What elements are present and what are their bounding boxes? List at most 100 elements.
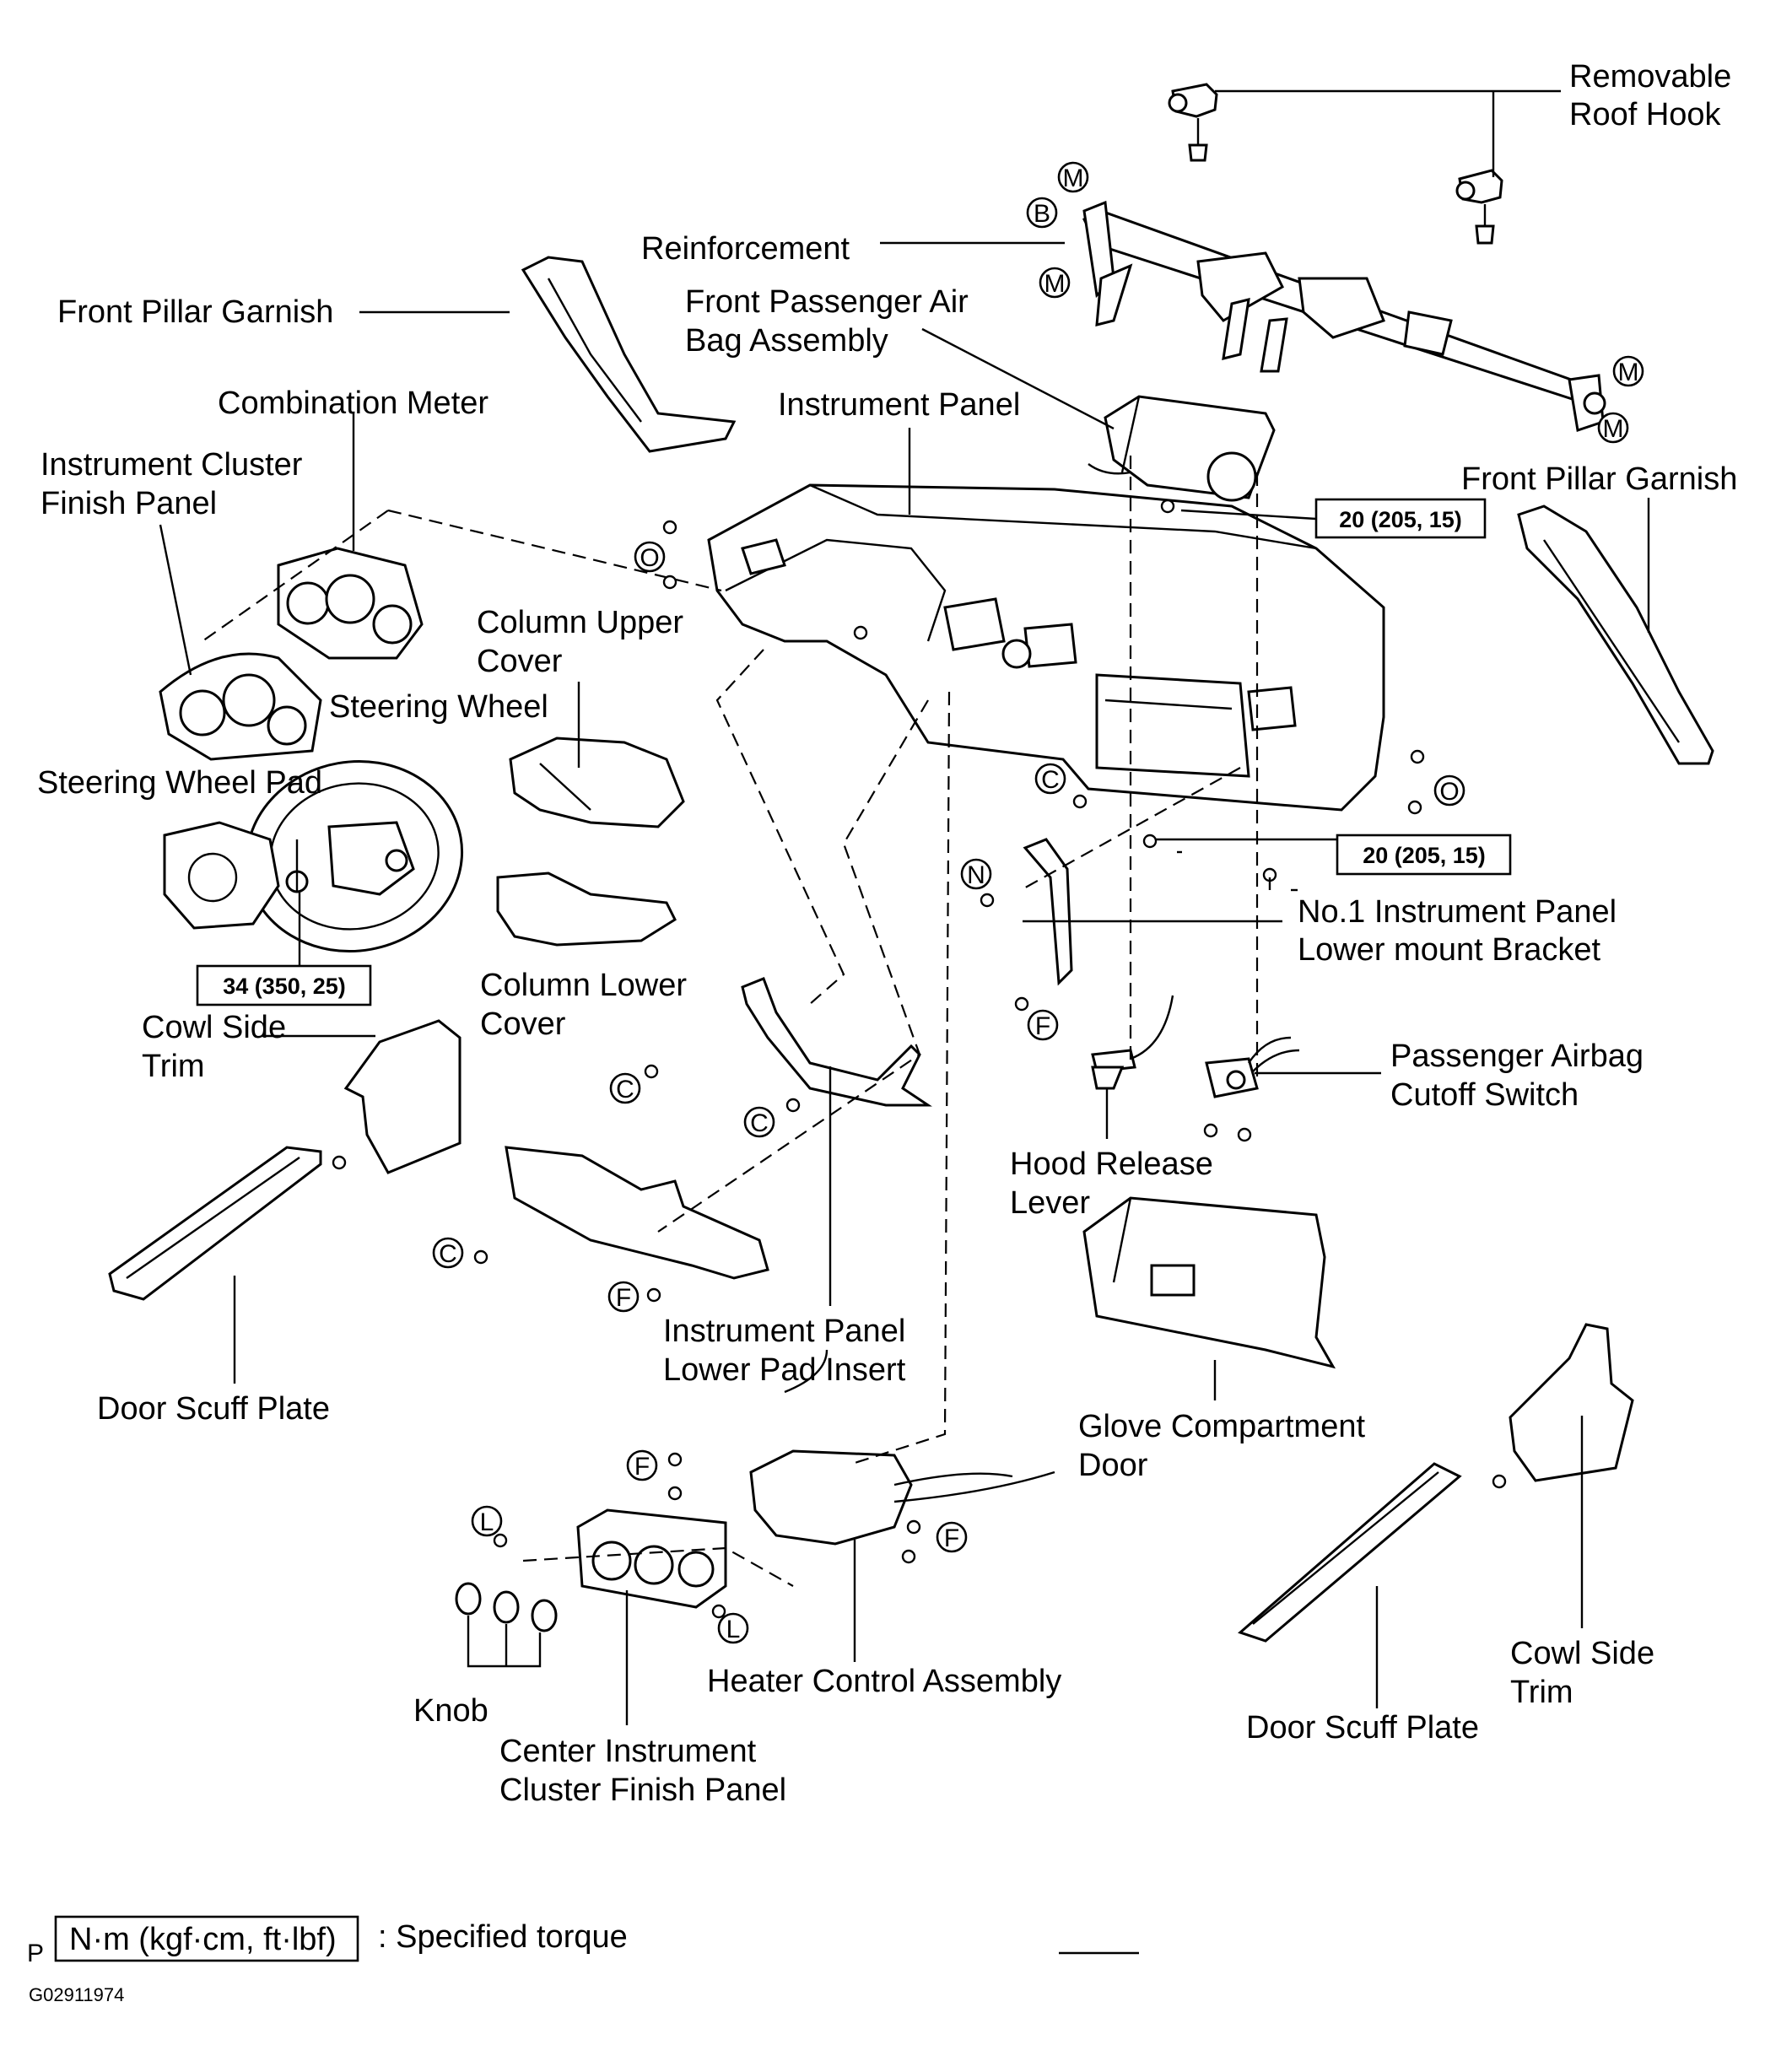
callout-circle-l1: L <box>471 1505 503 1537</box>
removable-roof-hook-parts <box>1168 83 1503 245</box>
callout-circle-m2: M <box>1039 267 1071 299</box>
svg-text:20 (205, 15): 20 (205, 15) <box>1339 507 1462 532</box>
label-cowl-side-trim-left-line1: Cowl Side <box>142 1010 286 1045</box>
lower-mount-bracket-part <box>1023 838 1073 986</box>
combination-meter-part <box>277 547 424 660</box>
svg-text:F: F <box>944 1524 959 1552</box>
cowl-side-trim-left-part <box>343 1019 461 1174</box>
glove-compartment-door-part <box>1082 1196 1336 1369</box>
label-lower-pad-insert-line2: Lower Pad Insert <box>663 1352 906 1388</box>
hood-release-lever-part <box>1091 995 1174 1090</box>
label-cowl-side-trim-left-line2: Trim <box>142 1049 205 1084</box>
label-lower-mount-bracket-line2: Lower mount Bracket <box>1298 932 1600 968</box>
svg-text:C: C <box>1041 766 1060 794</box>
cowl-side-trim-right-part <box>1509 1323 1634 1482</box>
svg-text:F: F <box>616 1284 631 1312</box>
svg-text:F: F <box>634 1453 650 1481</box>
svg-text:L: L <box>726 1616 741 1643</box>
instrument-panel-part <box>707 483 1385 812</box>
svg-text:O: O <box>640 544 659 572</box>
label-instrument-cluster-finish-panel-line2: Finish Panel <box>40 486 217 521</box>
svg-text:F: F <box>1035 1012 1050 1040</box>
label-removable-roof-hook-line2: Roof Hook <box>1569 97 1722 132</box>
label-heater-control-assembly: Heater Control Assembly <box>707 1664 1061 1699</box>
callout-circle-f1: F <box>1027 1009 1059 1041</box>
center-cluster-finish-panel-part <box>576 1508 727 1609</box>
svg-text:L: L <box>480 1508 494 1536</box>
legend-description: : Specified torque <box>378 1919 628 1955</box>
callout-circle-n: N <box>960 858 992 890</box>
svg-text:34 (350, 25): 34 (350, 25) <box>223 974 346 999</box>
label-lower-pad-insert-line1: Instrument Panel <box>663 1314 905 1349</box>
callout-circle-m3: M <box>1612 355 1644 387</box>
reinforcement-part <box>1082 200 1606 432</box>
label-front-pillar-garnish-left: Front Pillar Garnish <box>57 294 333 330</box>
label-reinforcement: Reinforcement <box>641 231 850 267</box>
lower-pad-insert-part <box>741 977 932 1107</box>
svg-text:O: O <box>1439 778 1459 806</box>
fastener-bolts <box>332 499 1507 1619</box>
label-column-lower-cover-line1: Column Lower <box>480 968 687 1003</box>
instrument-cluster-finish-panel-part <box>159 652 322 761</box>
torque-box-steering-nut: 34 (350, 25) <box>196 964 372 1006</box>
callout-circle-o2: O <box>1433 774 1465 807</box>
passenger-airbag-cutoff-switch-part <box>1205 1036 1300 1098</box>
callout-circle-c3: C <box>743 1106 775 1138</box>
column-upper-cover-part <box>509 737 685 828</box>
lower-finish-panel-part <box>505 1146 769 1280</box>
figure-code: G02911974 <box>29 1984 124 2005</box>
callout-circle-f4: F <box>936 1521 968 1553</box>
label-front-pillar-garnish-right: Front Pillar Garnish <box>1461 461 1737 497</box>
label-center-cluster-finish-panel-line1: Center Instrument <box>499 1734 757 1769</box>
label-instrument-cluster-finish-panel-line1: Instrument Cluster <box>40 447 303 483</box>
legend-unit-box: N·m (kgf·cm, ft·lbf) <box>69 1922 337 1957</box>
label-removable-roof-hook-line1: Removable <box>1569 59 1731 94</box>
svg-text:B: B <box>1034 200 1050 228</box>
front-pillar-garnish-right-part <box>1517 505 1714 765</box>
steering-wheel-pad-part <box>163 821 309 930</box>
front-passenger-airbag-part <box>1088 395 1276 502</box>
label-glove-compartment-door-line1: Glove Compartment <box>1078 1409 1365 1444</box>
label-front-passenger-airbag-line1: Front Passenger Air <box>685 284 969 320</box>
label-combination-meter: Combination Meter <box>218 386 488 421</box>
callout-circle-l2: L <box>717 1612 749 1644</box>
label-glove-compartment-door-line2: Door <box>1078 1448 1148 1483</box>
label-door-scuff-plate-right: Door Scuff Plate <box>1246 1710 1479 1746</box>
door-scuff-plate-right-part <box>1238 1462 1462 1643</box>
callout-circle-c1: C <box>1034 763 1066 795</box>
door-scuff-plate-left-part <box>108 1146 322 1301</box>
label-knob: Knob <box>413 1693 488 1729</box>
leader-lines <box>159 89 1650 1725</box>
svg-text:C: C <box>750 1109 769 1137</box>
svg-text:C: C <box>439 1240 457 1268</box>
callout-circle-f3: F <box>626 1449 658 1481</box>
label-column-upper-cover-line2: Cover <box>477 644 563 679</box>
label-passenger-airbag-cutoff-switch-line2: Cutoff Switch <box>1390 1077 1579 1113</box>
label-hood-release-lever-line1: Hood Release <box>1010 1147 1213 1182</box>
svg-text:M: M <box>1603 415 1624 443</box>
label-center-cluster-finish-panel-line2: Cluster Finish Panel <box>499 1773 786 1808</box>
label-steering-wheel: Steering Wheel <box>329 689 548 725</box>
svg-text:M: M <box>1044 270 1066 298</box>
callout-circle-m1: M <box>1057 161 1089 193</box>
callout-circle-m4: M <box>1597 412 1629 444</box>
label-door-scuff-plate-left: Door Scuff Plate <box>97 1391 330 1427</box>
svg-text:M: M <box>1063 165 1084 192</box>
front-pillar-garnish-left-part <box>521 256 737 453</box>
callout-circle-c2: C <box>609 1072 641 1104</box>
svg-text:N: N <box>967 861 985 889</box>
label-steering-wheel-pad: Steering Wheel Pad <box>37 765 322 801</box>
callout-circle-o1: O <box>634 541 666 573</box>
torque-legend: P N·m (kgf·cm, ft·lbf) : Specified torqu… <box>27 1915 628 1967</box>
legend-prefix: P <box>27 1940 44 1967</box>
torque-leader-airbag-upper <box>1180 509 1317 521</box>
heater-control-assembly-part <box>749 1349 1055 1546</box>
label-column-lower-cover-line2: Cover <box>480 1006 566 1042</box>
svg-text:20 (205, 15): 20 (205, 15) <box>1363 843 1486 868</box>
label-front-passenger-airbag-line2: Bag Assembly <box>685 323 888 359</box>
svg-text:M: M <box>1618 359 1639 386</box>
torque-box-airbag-upper: 20 (205, 15) <box>1314 498 1487 539</box>
knob-parts <box>455 1582 558 1632</box>
svg-text:C: C <box>616 1076 634 1103</box>
